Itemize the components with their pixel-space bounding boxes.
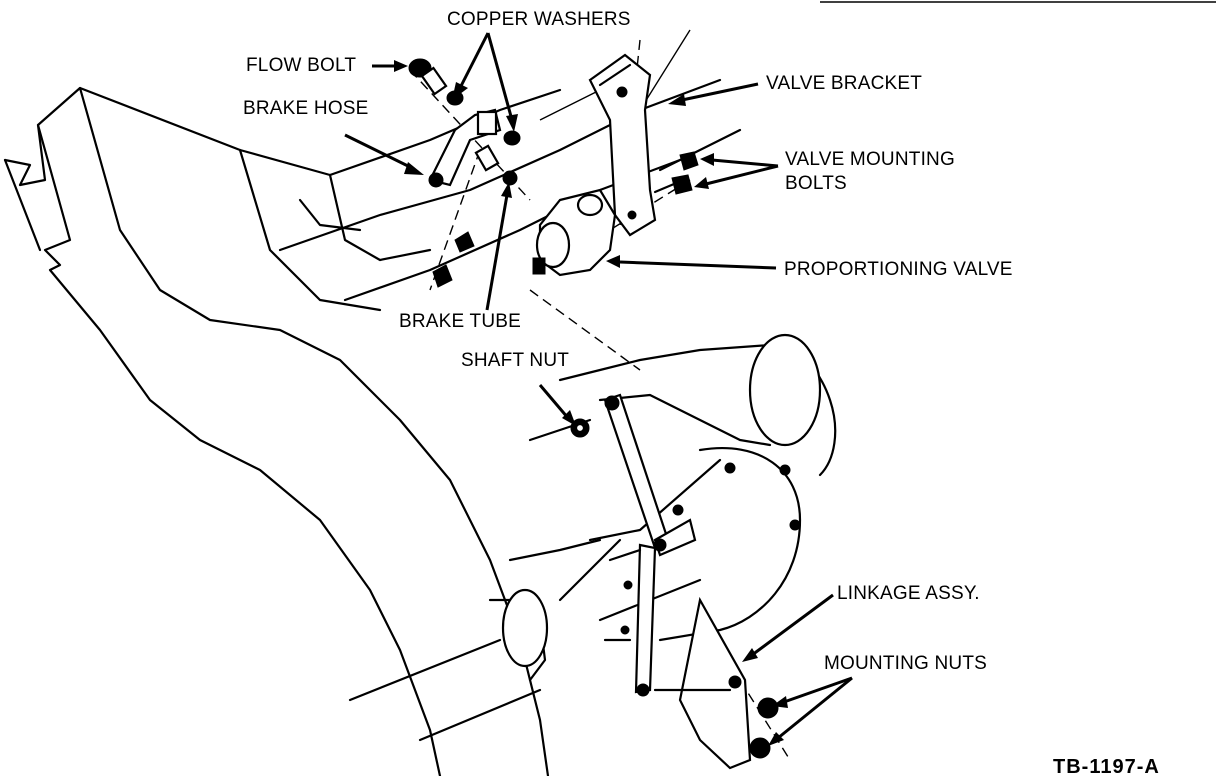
label-valve-bracket: VALVE BRACKET [766,73,923,94]
label-linkage-assy: LINKAGE ASSY. [837,583,980,604]
axle-housing [278,78,837,742]
valve-bracket [588,53,657,237]
mounting-nuts [728,675,779,759]
label-proportioning-valve: PROPORTIONING VALVE [784,259,1013,280]
label-brake-tube: BRAKE TUBE [399,311,522,332]
label-shaft-nut: SHAFT NUT [461,350,570,371]
linkage-assembly [603,393,801,770]
label-valve-mounting-bolts-line2: BOLTS [785,173,847,194]
proportioning-valve [532,188,617,277]
label-brake-hose: BRAKE HOSE [243,98,369,119]
valve-mounting-bolts [653,151,699,195]
shaft-nut [570,418,590,438]
label-mounting-nuts: MOUNTING NUTS [824,653,988,674]
figure-code: TB-1197-A [1053,756,1160,778]
label-flow-bolt: FLOW BOLT [246,55,357,76]
frame-rail [3,86,562,776]
leader-arrows [344,32,853,746]
label-copper-washers: COPPER WASHERS [447,9,631,30]
label-valve-mounting-bolts-line1: VALVE MOUNTING [785,149,955,170]
